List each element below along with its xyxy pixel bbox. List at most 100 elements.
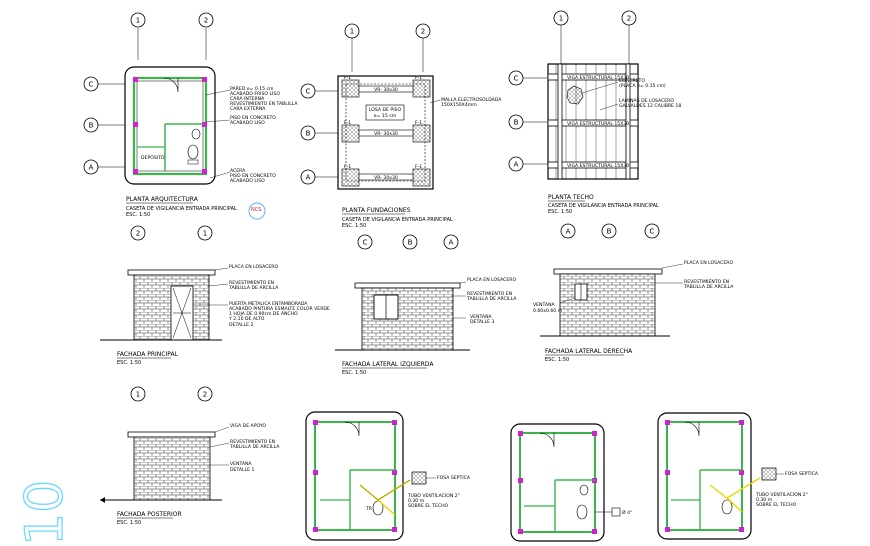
- svg-text:B: B: [514, 119, 519, 127]
- installation-plan-3: FOSA SEPTICA TUBO VENTILACION 2" 0.30 m …: [657, 412, 819, 540]
- svg-text:PISO EN CONCRETO: PISO EN CONCRETO: [230, 115, 276, 121]
- sheet-number: 10: [15, 480, 75, 546]
- sink-icon: [579, 484, 589, 496]
- tie-beams: [358, 85, 414, 181]
- svg-text:C: C: [363, 239, 368, 247]
- svg-text:REVESTIMIENTO EN: REVESTIMIENTO EN: [684, 279, 729, 285]
- svg-text:PARED e= 0.15 cm: PARED e= 0.15 cm: [230, 86, 274, 92]
- svg-text:VIGA DE APOYO: VIGA DE APOYO: [230, 423, 266, 429]
- svg-text:PLACA EN LOSACERO: PLACA EN LOSACERO: [229, 264, 278, 270]
- plan-arch-notes: PARED e= 0.15 cm ACABADO FRISO LISO CARA…: [205, 86, 298, 184]
- axis-bubble-1: 1: [344, 23, 360, 72]
- axis-bubble-c: C: [508, 70, 548, 86]
- installation-plan-1: FOSA SEPTICA TUBO VENTILACION 2" 0.30 m …: [305, 411, 471, 541]
- axis-bubble-a: A: [443, 234, 459, 250]
- svg-text:A: A: [449, 239, 454, 247]
- plan-roof-subtitle: CASETA DE VIGILANCIA ENTRADA PRINCIPAL: [548, 203, 659, 209]
- axis-bubble-c: C: [357, 234, 373, 250]
- svg-text:SOBRE EL TECHO: SOBRE EL TECHO: [408, 503, 449, 509]
- revision-cloud: [248, 202, 266, 220]
- roof-slab: [127, 431, 216, 438]
- axis-bubble-2: 2: [621, 10, 637, 64]
- svg-text:TABLILLA DE ARCILLA: TABLILLA DE ARCILLA: [229, 444, 280, 450]
- roof-slab: [553, 268, 663, 275]
- plan-architecture: 1 2 C B A: [83, 12, 298, 220]
- sink-icon: [191, 128, 201, 140]
- plan-arch-subtitle: CASETA DE VIGILANCIA ENTRADA PRINCIPAL: [126, 206, 237, 212]
- toilet-icon: [576, 504, 588, 520]
- svg-text:2: 2: [203, 391, 207, 399]
- svg-text:CONCRETO: CONCRETO: [619, 78, 645, 84]
- svg-text:C: C: [514, 75, 519, 83]
- svg-text:ACABADO FRISO LISO: ACABADO FRISO LISO: [230, 91, 280, 97]
- svg-text:C: C: [650, 228, 655, 236]
- svg-text:1: 1: [136, 391, 140, 399]
- svg-text:VIGA ESTRUCTURAL 15X30: VIGA ESTRUCTURAL 15X30: [567, 121, 629, 127]
- svg-text:1: 1: [559, 15, 563, 23]
- svg-text:F-1: F-1: [415, 75, 422, 81]
- svg-text:1: 1: [203, 230, 207, 238]
- svg-text:PLACA EN LOSACERO: PLACA EN LOSACERO: [684, 260, 733, 266]
- axis-bubble-2: 2: [198, 12, 214, 60]
- svg-text:F-1: F-1: [415, 164, 422, 170]
- elev-rear-title: FACHADA POSTERIOR: [117, 511, 182, 518]
- elevation-rear: 1 2 VIGA DE APOYO REVESTIMIENTO EN TABLI…: [100, 386, 280, 526]
- svg-text:Y 2.10 DE ALTO: Y 2.10 DE ALTO: [228, 316, 265, 322]
- svg-text:ACABADO LISO: ACABADO LISO: [230, 120, 265, 126]
- axis-bubble-b: B: [300, 125, 338, 141]
- svg-text:FOSA SEPTICA: FOSA SEPTICA: [785, 471, 819, 477]
- svg-text:DETALLE 3: DETALLE 3: [470, 319, 495, 325]
- svg-text:C: C: [89, 81, 94, 89]
- axis-bubble-b: B: [83, 117, 125, 133]
- svg-text:DETALLE 2: DETALLE 2: [229, 322, 254, 328]
- svg-text:TUBO VENTILACION 2": TUBO VENTILACION 2": [755, 492, 808, 498]
- svg-text:1: 1: [350, 28, 354, 36]
- svg-text:0.30 m: 0.30 m: [408, 498, 425, 504]
- svg-text:VIGA ESTRUCTURAL 15X30: VIGA ESTRUCTURAL 15X30: [567, 75, 629, 81]
- svg-text:A: A: [566, 228, 571, 236]
- brick-wall: [559, 273, 656, 337]
- svg-text:Ø 4": Ø 4": [622, 509, 632, 516]
- svg-text:REVESTIMIENTO EN: REVESTIMIENTO EN: [230, 439, 275, 445]
- svg-text:1 HOJA DE 0.90cm DE ANCHO: 1 HOJA DE 0.90cm DE ANCHO: [229, 311, 298, 317]
- axis-bubble-a: A: [83, 159, 125, 175]
- svg-text:150X150X4mm: 150X150X4mm: [441, 102, 477, 108]
- plan-arch-title: PLANTA ARQUITECTURA: [126, 196, 199, 203]
- roof-slab: [354, 282, 461, 289]
- foundation-outline: [337, 75, 434, 190]
- columns: [133, 77, 207, 174]
- elev-front-scale: ESC. 1:50: [117, 360, 141, 366]
- elevation-right: A B C PLACA EN LOSACERO REVESTIMIENTO EN…: [533, 223, 734, 363]
- toilet-icon: [187, 144, 199, 160]
- installation-plan-2: Ø 4": [510, 423, 632, 542]
- septic-tank-icon: [761, 467, 777, 481]
- svg-text:F-1: F-1: [344, 120, 351, 126]
- svg-text:REVESTIMIENTO EN TABLILLA: REVESTIMIENTO EN TABLILLA: [230, 101, 298, 107]
- svg-text:GALVALDES 12 CALIBRE 18: GALVALDES 12 CALIBRE 18: [619, 103, 681, 109]
- svg-text:F-1: F-1: [344, 164, 351, 170]
- svg-text:0.30 m: 0.30 m: [756, 497, 773, 503]
- svg-text:VR- 30x30: VR- 30x30: [374, 175, 398, 181]
- svg-text:F-1: F-1: [344, 75, 351, 81]
- axis-bubble-b: B: [601, 223, 617, 239]
- svg-text:2: 2: [421, 28, 425, 36]
- axis-bubble-2: 2: [415, 23, 431, 72]
- axis-bubble-a: A: [300, 169, 338, 185]
- axis-bubble-c: C: [644, 223, 660, 239]
- room-label-deposito: DEPOSITO: [141, 155, 165, 161]
- axis-bubble-c: C: [300, 83, 338, 99]
- svg-text:FOSA SEPTICA: FOSA SEPTICA: [437, 475, 471, 481]
- plan-roof-scale: ESC. 1:50: [548, 209, 572, 215]
- axis-bubble-1: 1: [553, 10, 569, 64]
- svg-text:B: B: [306, 130, 311, 138]
- slab-label-box: [365, 104, 405, 121]
- roof-beams: [547, 63, 639, 180]
- axis-bubble-2: 2: [197, 386, 213, 402]
- svg-text:CARA EXTERNA: CARA EXTERNA: [230, 106, 266, 112]
- svg-text:VR- 30x30: VR- 30x30: [374, 131, 398, 137]
- svg-text:B: B: [607, 228, 612, 236]
- svg-text:e= 15 cm: e= 15 cm: [374, 113, 397, 119]
- svg-text:MALLA ELECTROSOLDADA: MALLA ELECTROSOLDADA: [441, 97, 502, 103]
- elev-left-title: FACHADA LATERAL IZQUIERDA: [342, 361, 434, 368]
